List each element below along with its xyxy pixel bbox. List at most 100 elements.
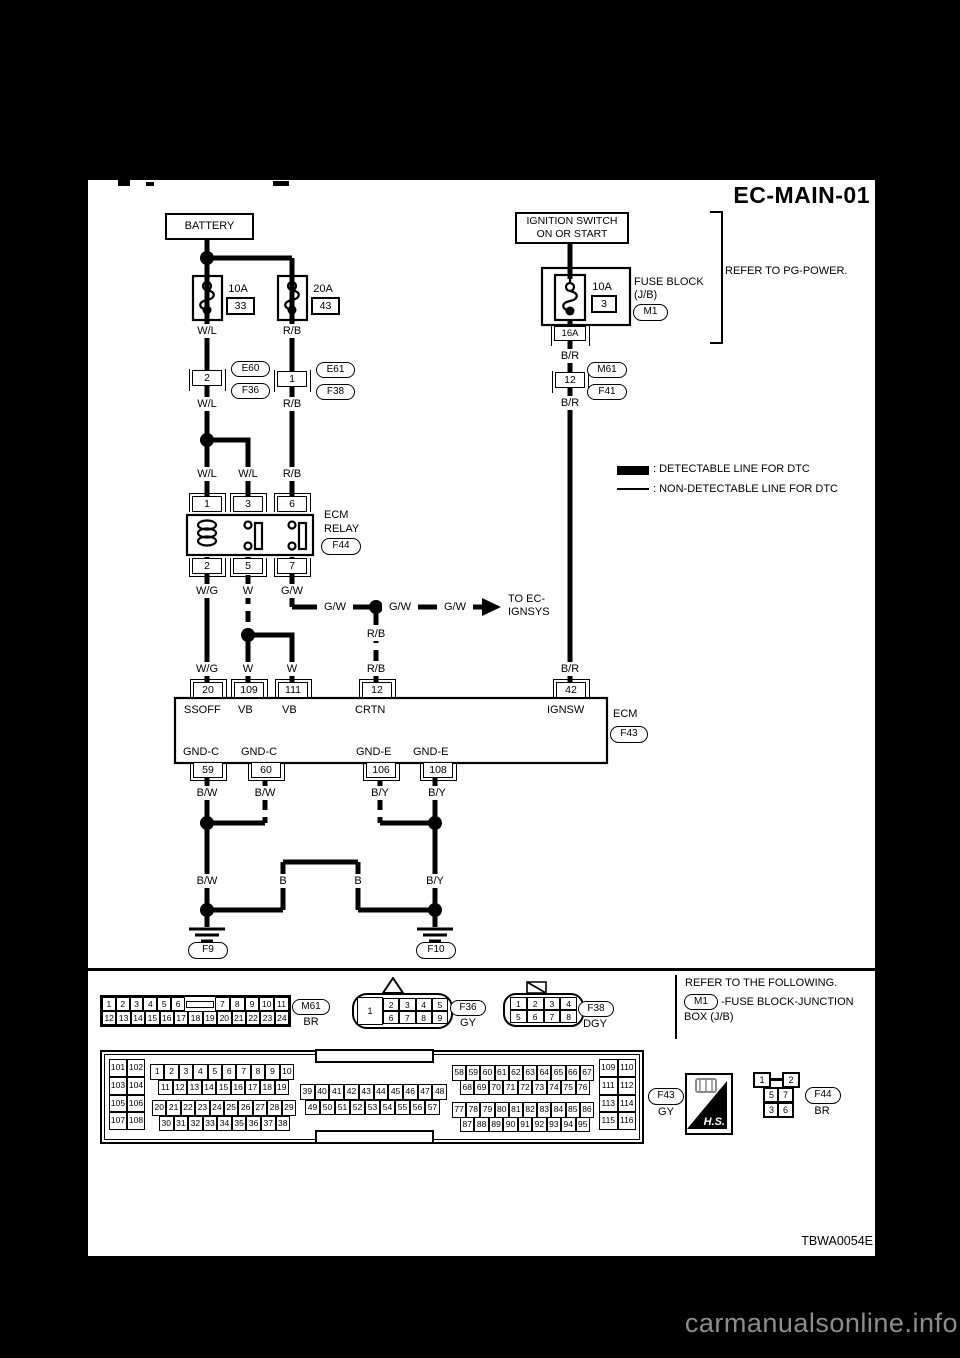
pin-cell: 59 [466, 1065, 481, 1081]
wire-label: B [340, 874, 376, 888]
pin-cell: 24 [209, 1100, 225, 1116]
pin-cell: 112 [617, 1076, 636, 1095]
pin-cell: 14 [201, 1080, 217, 1095]
pin-cell: 5 [157, 997, 172, 1011]
pin-cell: 8 [415, 1011, 432, 1024]
pin-cell: 5 [510, 1010, 527, 1023]
pin-cell: 114 [617, 1094, 636, 1113]
pin-cell: 24 [274, 1011, 290, 1025]
pin-cell: 65 [551, 1065, 566, 1081]
keying-notch [315, 1130, 434, 1144]
connector-pin: 16A [550, 325, 590, 346]
pin-cell: 3 [129, 997, 144, 1011]
section-divider [88, 968, 875, 971]
wire-label: W/G [189, 584, 225, 598]
relay-pin: 5 [229, 558, 267, 577]
ecm-pin: 108 [419, 762, 457, 781]
pin-cell: 75 [561, 1080, 576, 1095]
wire-label: R/B [274, 467, 310, 481]
connector-color: BR [303, 1016, 319, 1028]
connector-key-triangle-icon [382, 977, 404, 994]
legend-non-detectable-label: : NON-DETECTABLE LINE FOR DTC [653, 483, 838, 495]
pin-cell: 21 [166, 1100, 181, 1116]
legend-thick-line-sample [617, 466, 649, 475]
wire-label: B/Y [362, 786, 398, 800]
pin-cell: 51 [335, 1100, 350, 1115]
pin-cell: 102 [127, 1059, 145, 1077]
pin-cell: 26 [238, 1100, 253, 1116]
pin-cell: 116 [617, 1112, 636, 1130]
wire-label: B/Y [417, 874, 453, 888]
pin-cell: 93 [546, 1117, 562, 1132]
refer-following-note: -FUSE BLOCK-JUNCTION [721, 996, 854, 1008]
pin-cell: 27 [252, 1100, 268, 1116]
pin-cell: 45 [388, 1084, 403, 1100]
pin-cell: 4 [415, 998, 432, 1011]
pin-cell: 43 [358, 1084, 374, 1100]
connector-pin: 12 [551, 371, 589, 393]
pin-cell: 104 [127, 1076, 145, 1095]
connector-color: GY [460, 1017, 476, 1029]
pin-cell: 66 [565, 1065, 580, 1081]
ground-ref: F10 [416, 942, 456, 959]
pin-cell: 76 [575, 1080, 590, 1095]
wire-label: R/B [358, 627, 394, 641]
ecm-pin: 12 [358, 679, 396, 698]
pin-cell: 7 [236, 1064, 251, 1080]
pin-cell: 6 [171, 997, 185, 1011]
pin-cell: 14 [130, 1011, 146, 1025]
connector-ref: M61 [292, 999, 330, 1015]
pin-cell: 5 [207, 1064, 223, 1080]
ignition-fuse-amps: 10A [592, 281, 612, 293]
pin-cell: 13 [116, 1011, 131, 1025]
pin-cell: 38 [275, 1116, 291, 1131]
pin-cell: 2 [383, 998, 400, 1011]
pin-cell: 9 [265, 1064, 280, 1080]
relay-pin: 6 [273, 493, 311, 512]
wire-label: R/B [274, 397, 310, 411]
pin-cell: 44 [373, 1084, 389, 1100]
fuse-block-label: (J/B) [634, 289, 658, 301]
fuse1-number: 33 [226, 297, 255, 315]
flow-arrow-icon [482, 598, 501, 616]
wire-label: G/W [437, 600, 473, 614]
ignition-fuse-number: 3 [591, 295, 617, 313]
pin-cell: 34 [217, 1116, 232, 1131]
pin-cell: 19 [202, 1011, 218, 1025]
connector-ref: M61 [587, 362, 627, 378]
pin-cell: 111 [599, 1076, 618, 1095]
pin-cell: 39 [300, 1084, 315, 1100]
pin-cell: 54 [380, 1100, 395, 1115]
wire-label: G/W [382, 600, 418, 614]
ecm-pin-name: VB [282, 704, 297, 716]
ecm-pin: 42 [552, 679, 590, 698]
pin-cell: 86 [579, 1102, 595, 1118]
wire-label: W [230, 662, 266, 676]
pin-cell: 8 [250, 1064, 266, 1080]
cropped-text-remnant [273, 181, 289, 186]
pin-cell: 23 [195, 1100, 210, 1116]
pin-cell: 16 [230, 1080, 246, 1095]
pin-cell: 10 [259, 997, 275, 1011]
pin-cell: 9 [244, 997, 260, 1011]
connector-ref: F36 [231, 383, 270, 399]
relay-pin: 1 [188, 493, 226, 512]
pin-cell: 72 [517, 1080, 533, 1095]
cropped-text-remnant [118, 180, 130, 186]
ecm-pin-name: IGNSW [547, 704, 585, 716]
ecm-pin-name: CRTN [355, 704, 386, 716]
pin-cell: 78 [466, 1102, 481, 1118]
pin-cell: 25 [224, 1100, 239, 1116]
pin-cell: 7 [399, 1011, 416, 1024]
wire-label: R/B [274, 324, 310, 338]
pin-cell: 1 [510, 997, 527, 1010]
hs-label: H.S. [704, 1116, 725, 1128]
